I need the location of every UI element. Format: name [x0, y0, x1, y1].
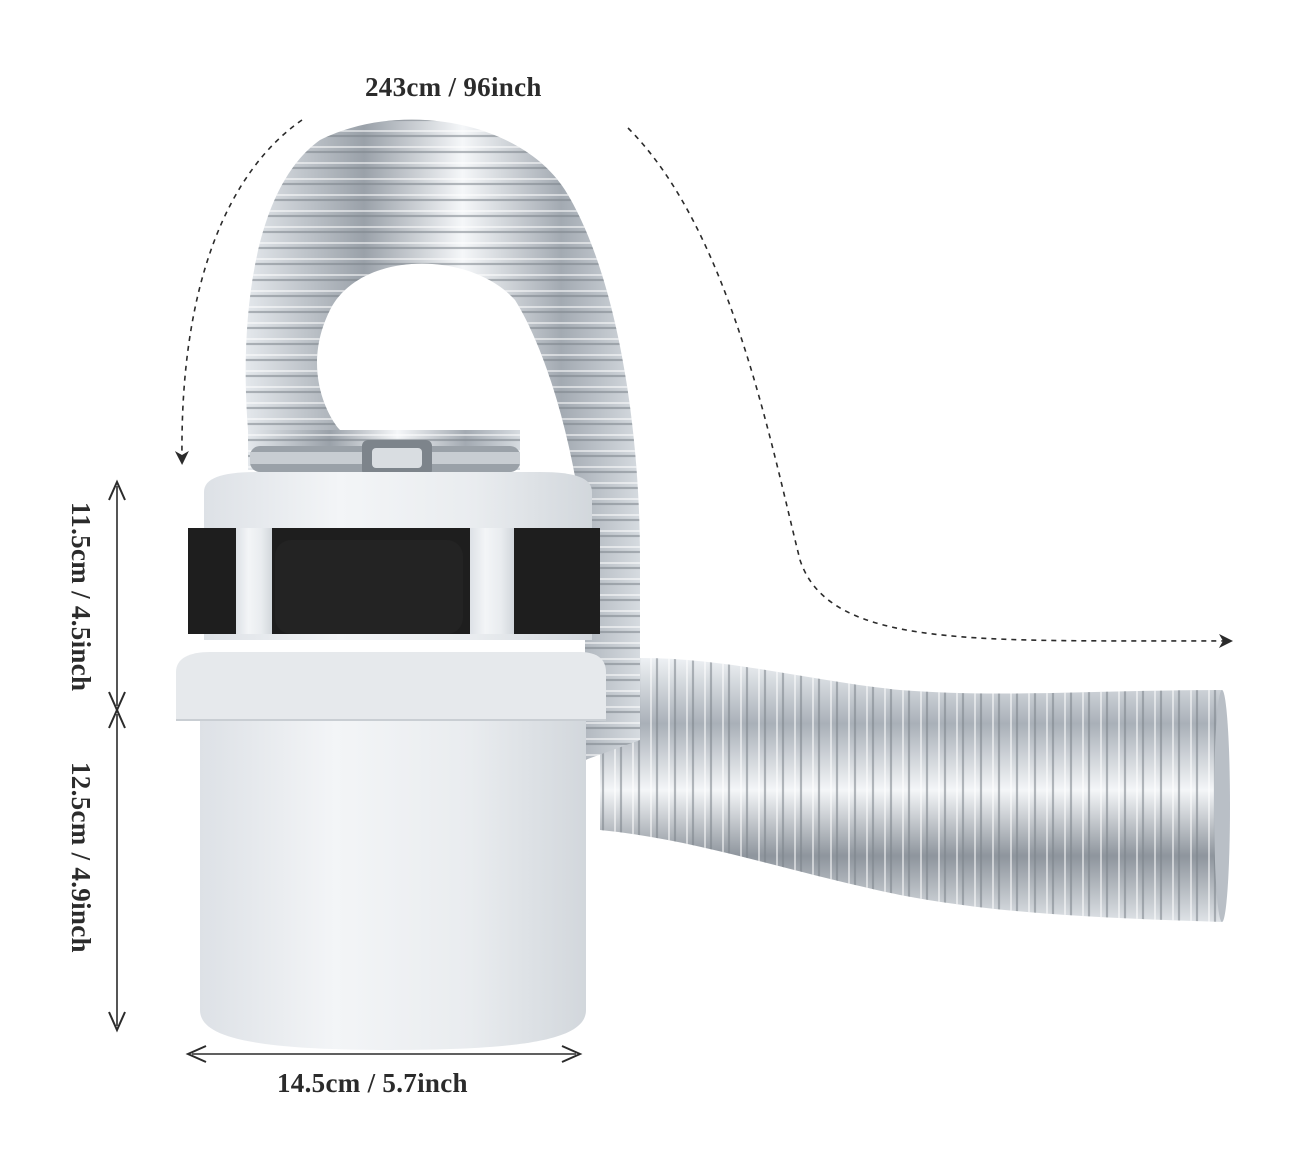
hose-clamp	[250, 440, 520, 476]
dimension-width	[185, 1045, 583, 1063]
bucket-body	[176, 652, 606, 1050]
width-label: 14.5cm / 5.7inch	[277, 1068, 468, 1098]
bottom-height-label: 12.5cm / 4.9inch	[66, 762, 96, 953]
dimension-vertical	[108, 479, 126, 1033]
dimension-hose-length	[174, 119, 1233, 648]
hose-horizontal	[600, 657, 1230, 922]
hose-length-label: 243cm / 96inch	[365, 72, 542, 102]
bucket-lid	[188, 472, 600, 640]
top-height-label: 11.5cm / 4.5inch	[66, 502, 96, 692]
